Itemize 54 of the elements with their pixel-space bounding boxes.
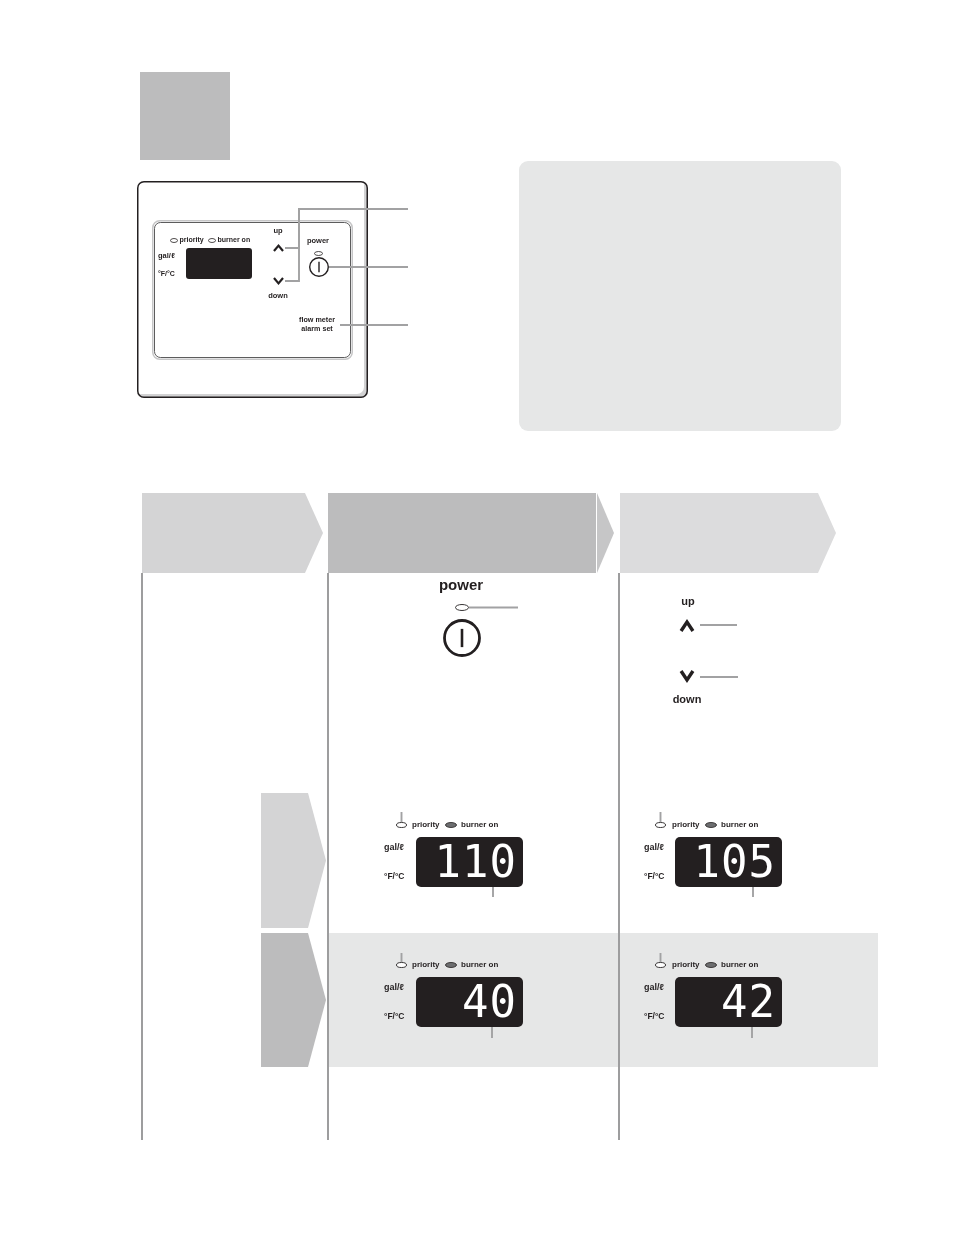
unit-label: °F/°C [384, 872, 405, 881]
indicator-label: priority [412, 820, 440, 829]
up-caret-icon [272, 243, 285, 253]
leader-line [699, 624, 738, 626]
down-caret-icon [272, 276, 285, 286]
digital-display: 110 [416, 837, 523, 887]
digital-display: 42 [675, 977, 782, 1027]
unit-label: gal/ℓ [384, 843, 404, 853]
indicator-label: burner on [461, 820, 499, 829]
unit-label: °F/°C [644, 872, 665, 881]
unit-label: °F/°C [644, 1012, 665, 1021]
indicator-label: burner on [461, 960, 499, 969]
indicator-label: priority [672, 960, 700, 969]
leader-line [339, 324, 409, 326]
leader-line [400, 952, 403, 963]
button-label: power [438, 576, 484, 592]
leader-line [659, 811, 662, 823]
leader-line [699, 676, 739, 678]
leader-line [752, 886, 754, 898]
indicator-light-icon [655, 962, 666, 968]
row-band [329, 933, 878, 1067]
leader-line [468, 606, 519, 609]
leader-line [751, 1026, 753, 1039]
indicator-light-icon [396, 822, 407, 828]
unit-label: gal/ℓ [384, 983, 404, 993]
chevron-tab [261, 933, 326, 1067]
button-label: up [681, 595, 695, 607]
section-block [140, 72, 230, 160]
button-label: down [672, 693, 702, 705]
digital-display [186, 248, 252, 279]
leader-line [659, 952, 662, 963]
indicator-label: burner on [721, 960, 759, 969]
control-panel [137, 181, 368, 398]
indicator-light-icon [655, 822, 666, 828]
indicator-light-icon [396, 962, 407, 968]
leader-line [491, 1026, 493, 1039]
note-panel [519, 161, 841, 431]
unit-label: gal/ℓ [644, 983, 664, 993]
leader-line [328, 266, 409, 268]
unit-label: gal/ℓ [644, 843, 664, 853]
indicator-label: priority [412, 960, 440, 969]
chevron-tab [261, 793, 326, 928]
leader-line [400, 811, 403, 823]
digital-display: 105 [675, 837, 782, 887]
chevron-banner [142, 493, 323, 573]
chevron-banner [328, 493, 614, 573]
power-icon [309, 257, 329, 277]
indicator-light-icon [455, 604, 469, 611]
leader-line [492, 886, 494, 898]
digital-display: 40 [416, 977, 523, 1027]
unit-label: °F/°C [384, 1012, 405, 1021]
indicator-label: priority [672, 820, 700, 829]
chevron-banner [620, 493, 836, 573]
indicator-label: burner on [721, 820, 759, 829]
